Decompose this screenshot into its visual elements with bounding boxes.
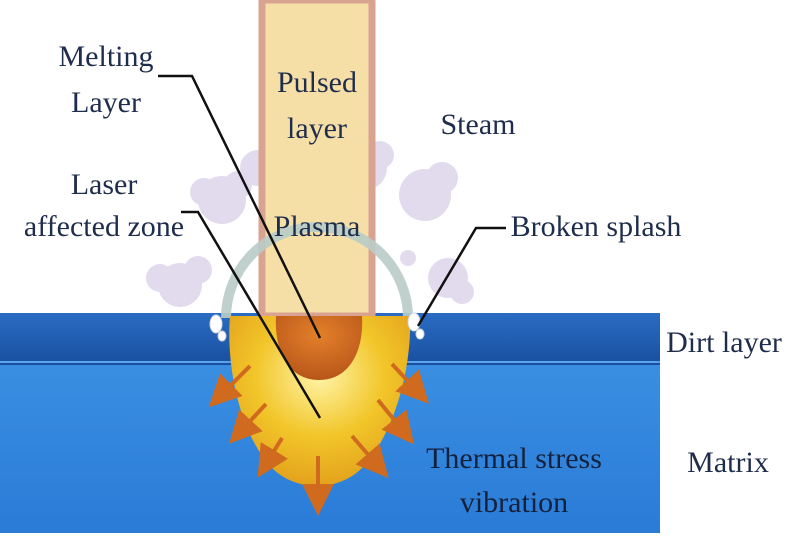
melting-layer-pool xyxy=(275,316,363,380)
melting-layer-label-2: Layer xyxy=(71,86,141,119)
laser-beam xyxy=(258,0,376,320)
dirt-layer-label: Dirt layer xyxy=(666,326,782,359)
splash-droplets xyxy=(209,312,425,342)
pulsed-layer-label-2: layer xyxy=(287,112,347,145)
pulsed-layer-label-1: Pulsed xyxy=(277,66,357,99)
thermal-stress-arrows xyxy=(208,362,429,516)
broken-splash-label: Broken splash xyxy=(511,210,682,243)
plasma-label: Plasma xyxy=(274,210,361,243)
splash-leader xyxy=(416,226,506,327)
steam-label: Steam xyxy=(441,108,516,141)
laser-zone-label-2: affected zone xyxy=(24,210,184,243)
laser-zone-leader xyxy=(181,210,322,419)
matrix-label: Matrix xyxy=(687,446,769,479)
melting-layer-leader xyxy=(158,74,322,339)
thermal-stress-label-2: vibration xyxy=(460,486,568,519)
melting-layer-label-1: Melting xyxy=(59,40,154,73)
thermal-stress-label-1: Thermal stress xyxy=(426,442,602,475)
laser-zone-label-1: Laser xyxy=(71,168,138,201)
